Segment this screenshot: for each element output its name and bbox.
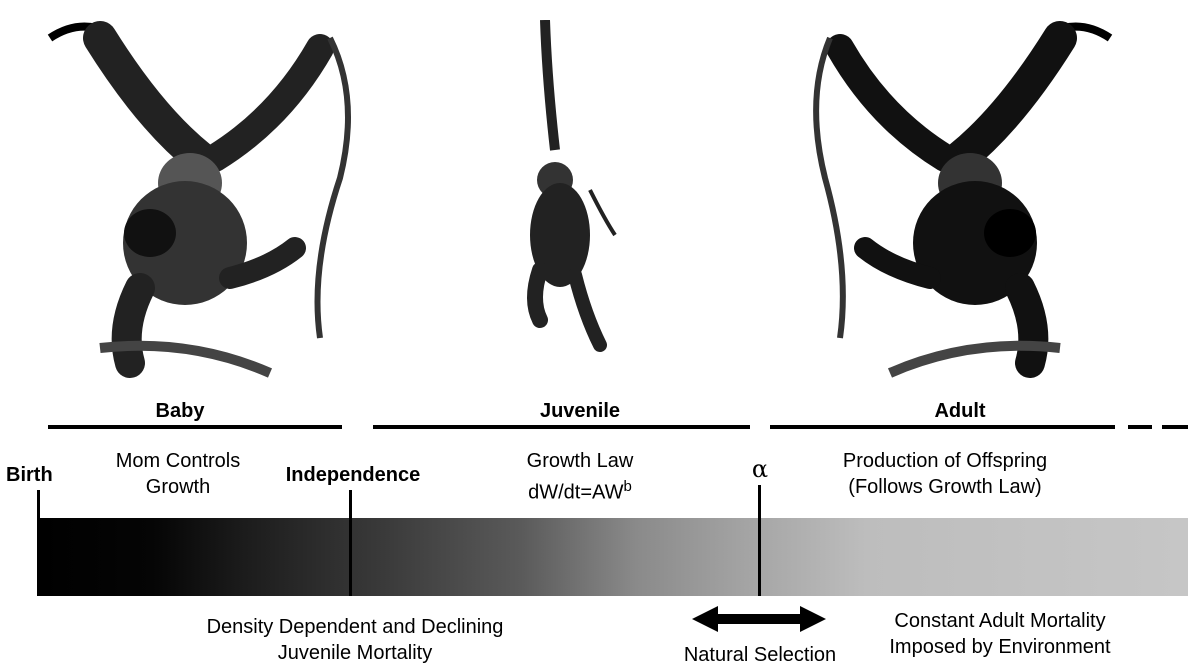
growth-law-equation: dW/dt=AWb <box>490 474 670 506</box>
baby-stage-rule <box>48 425 342 429</box>
double-headed-arrow-icon <box>692 604 826 634</box>
adult-mortality-line-2: Imposed by Environment <box>880 634 1120 660</box>
adult-with-baby-illustration-right <box>810 8 1120 380</box>
juvenile-stage-rule <box>373 425 750 429</box>
density-line-2: Juvenile Mortality <box>140 640 570 666</box>
production-of-offspring-label: Production of Offspring (Follows Growth … <box>820 448 1070 500</box>
growth-law-title: Growth Law <box>490 448 670 474</box>
production-line-1: Production of Offspring <box>820 448 1070 474</box>
mom-controls-growth-label: Mom Controls Growth <box>88 448 268 500</box>
adult-stage-continuation-dash <box>1162 425 1188 429</box>
alpha-marker-line <box>758 485 761 596</box>
stage-label-juvenile: Juvenile <box>510 398 650 424</box>
growth-line: Growth <box>88 474 268 500</box>
birth-marker-label: Birth <box>6 462 72 488</box>
birth-marker-line <box>37 490 40 596</box>
growth-law-equation-base: dW/dt=AW <box>528 482 623 504</box>
independence-marker-line <box>349 490 352 596</box>
adult-stage-continuation-dash <box>1128 425 1152 429</box>
density-line-1: Density Dependent and Declining <box>140 614 570 640</box>
juvenile-mortality-label: Density Dependent and Declining Juvenile… <box>140 614 570 666</box>
stage-label-baby: Baby <box>130 398 230 424</box>
alpha-marker-label: α <box>745 456 775 482</box>
mom-controls-line: Mom Controls <box>88 448 268 474</box>
growth-law-label: Growth Law dW/dt=AWb <box>490 448 670 506</box>
juvenile-illustration <box>515 20 625 360</box>
lifecycle-gradient-bar <box>38 518 1188 596</box>
adult-with-baby-illustration-left <box>40 8 360 380</box>
stage-label-adult: Adult <box>910 398 1010 424</box>
independence-marker-label: Independence <box>268 462 438 488</box>
natural-selection-label: Natural Selection <box>660 644 860 666</box>
production-line-2: (Follows Growth Law) <box>820 474 1070 500</box>
adult-stage-rule <box>770 425 1115 429</box>
adult-mortality-label: Constant Adult Mortality Imposed by Envi… <box>880 608 1120 660</box>
adult-mortality-line-1: Constant Adult Mortality <box>880 608 1120 634</box>
growth-law-exponent: b <box>624 478 632 495</box>
